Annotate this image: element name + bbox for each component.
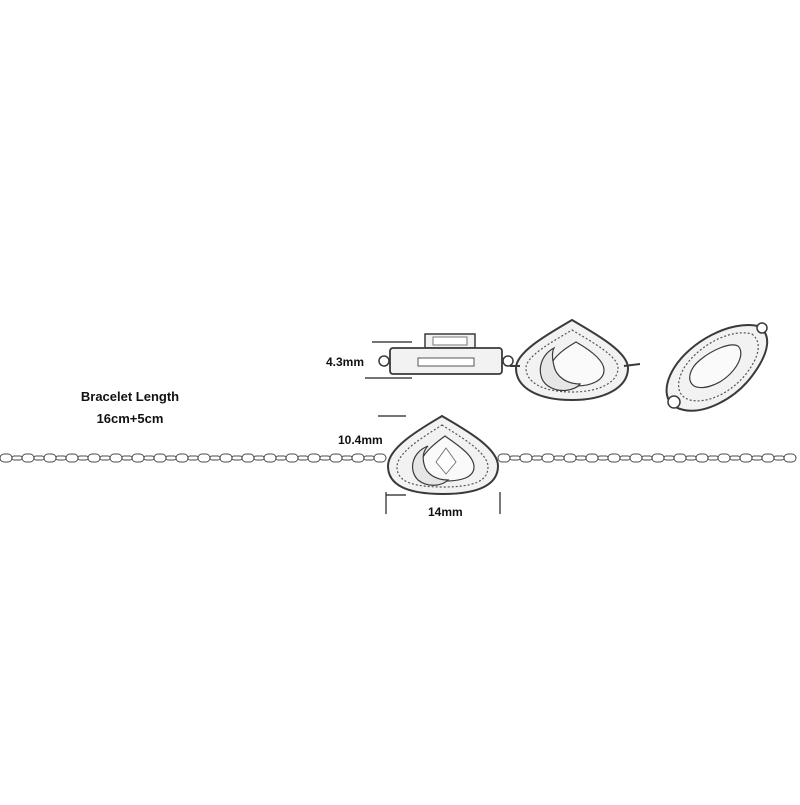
chain-link (209, 455, 221, 461)
chain-link (131, 453, 145, 463)
chain-link (685, 455, 697, 461)
chain-link (597, 455, 609, 461)
bracelet-length-caption: Bracelet Length 16cm+5cm (40, 386, 220, 430)
chain-link (373, 453, 387, 463)
chain-link (297, 455, 309, 461)
chain-link (241, 453, 255, 463)
chain-link (11, 455, 23, 461)
chain-link (121, 455, 133, 461)
chain-link (87, 453, 101, 463)
chain-link (717, 453, 731, 463)
angled-view-charm (665, 322, 769, 412)
chain-link (761, 453, 775, 463)
chain-link (263, 453, 277, 463)
caption-title: Bracelet Length (80, 389, 180, 404)
chain-link (673, 453, 687, 463)
chain-link (175, 453, 189, 463)
chain-link (285, 453, 299, 463)
side-view-charm (378, 333, 514, 375)
chain-link (519, 453, 533, 463)
bracelet-chain (0, 453, 797, 463)
chain-link (307, 453, 321, 463)
chain-link (0, 453, 13, 463)
chain-link (619, 455, 631, 461)
chain-link (165, 455, 177, 461)
chain-link (509, 455, 521, 461)
chain-link (651, 453, 665, 463)
dimension-lines (365, 341, 501, 514)
chain-link (553, 455, 565, 461)
chain-link (109, 453, 123, 463)
chain-link (275, 455, 287, 461)
width-dimension-label: 14mm (428, 505, 463, 519)
thickness-dimension-label: 4.3mm (326, 355, 365, 369)
chain-link (751, 455, 763, 461)
front-view-charm (510, 318, 641, 402)
chain-link (695, 453, 709, 463)
chain-link (253, 455, 265, 461)
chain-link (663, 455, 675, 461)
chain-link (65, 453, 79, 463)
chain-link (329, 453, 343, 463)
chain-link (153, 453, 167, 463)
chain-link (739, 453, 753, 463)
chain-link (351, 453, 365, 463)
chain-link (707, 455, 719, 461)
chain-link (341, 455, 353, 461)
chain-link (319, 455, 331, 461)
chain-link (219, 453, 233, 463)
caption-length: 16cm+5cm (96, 411, 164, 426)
chain-link (629, 453, 643, 463)
chain-link (33, 455, 45, 461)
chain-link (231, 455, 243, 461)
chain-link (575, 455, 587, 461)
chain-link (585, 453, 599, 463)
chain-link (363, 455, 375, 461)
chain-link (77, 455, 89, 461)
chain-link (783, 453, 797, 463)
chain-link (43, 453, 57, 463)
chain-link (641, 455, 653, 461)
chain-link (541, 453, 555, 463)
chain-link (55, 455, 67, 461)
chain-link (21, 453, 35, 463)
chain-link (99, 455, 111, 461)
chain-link (197, 453, 211, 463)
chain-link (187, 455, 199, 461)
main-charm (386, 414, 500, 496)
chain-link (531, 455, 543, 461)
chain-link (497, 453, 511, 463)
chain-link (563, 453, 577, 463)
chain-link (729, 455, 741, 461)
chain-link (607, 453, 621, 463)
height-dimension-label: 10.4mm (338, 433, 383, 447)
chain-link (773, 455, 785, 461)
chain-link (143, 455, 155, 461)
